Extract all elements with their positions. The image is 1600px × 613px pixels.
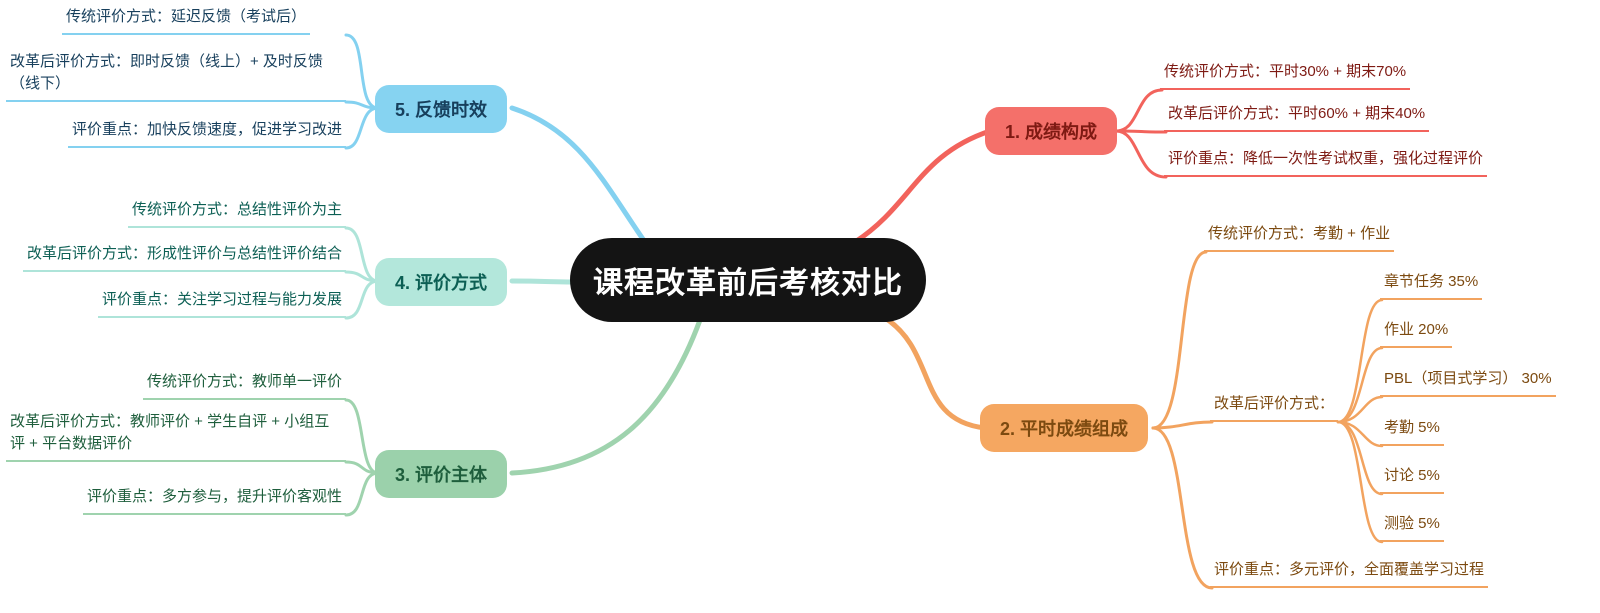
leaf-item[interactable]: 传统评价方式：总结性评价为主 <box>127 199 346 228</box>
leaf-subitem[interactable]: 测验 5% <box>1380 513 1444 542</box>
edge-branch2-leaf3 <box>1151 426 1214 590</box>
leaf-item[interactable]: 传统评价方式：教师单一评价 <box>142 371 346 400</box>
leaf-item[interactable]: 评价重点：关注学习过程与能力发展 <box>97 289 346 318</box>
leaf-item[interactable]: 传统评价方式：延迟反馈（考试后） <box>61 6 310 35</box>
leaf-item[interactable]: 评价重点：多方参与，提升评价客观性 <box>82 486 346 515</box>
edge-subleaf-quiz <box>1336 420 1384 544</box>
edge-central-branch2 <box>882 315 988 431</box>
edge-branch2-leaf1 <box>1151 250 1208 430</box>
branch-node-score-composition[interactable]: 1. 成绩构成 <box>985 107 1118 155</box>
leaf-item[interactable]: 评价重点：降低一次性考试权重，强化过程评价 <box>1164 148 1488 177</box>
edge-subleaf-chapter-tasks <box>1336 298 1384 424</box>
edge-branch2-leaf2 <box>1151 420 1214 430</box>
leaf-item[interactable]: 传统评价方式：考勤 + 作业 <box>1204 223 1395 252</box>
leaf-item[interactable]: 改革后评价方式：形成性评价与总结性评价结合 <box>22 243 346 272</box>
leaf-subitem[interactable]: PBL（项目式学习） 30% <box>1380 368 1556 397</box>
edge-central-branch3 <box>509 317 703 476</box>
edge-subleaf-pbl <box>1336 395 1384 424</box>
leaf-item[interactable]: 评价重点：多元评价，全面覆盖学习过程 <box>1210 559 1489 588</box>
leaf-item[interactable]: 评价重点：加快反馈速度，促进学习改进 <box>67 119 346 148</box>
leaf-subitem[interactable]: 考勤 5% <box>1380 417 1444 446</box>
leaf-subitem[interactable]: 章节任务 35% <box>1380 271 1483 300</box>
edge-central-branch4 <box>509 278 575 285</box>
branch-node-evaluation-method[interactable]: 4. 评价方式 <box>375 258 508 306</box>
edge-branch3-leaf3 <box>344 471 380 517</box>
edge-central-branch1 <box>852 128 993 245</box>
leaf-subitem[interactable]: 讨论 5% <box>1380 465 1444 494</box>
central-topic[interactable]: 课程改革前后考核对比 <box>570 238 926 322</box>
leaf-item[interactable]: 传统评价方式：平时30% + 期末70% <box>1160 61 1411 90</box>
branch-node-feedback-timeliness[interactable]: 5. 反馈时效 <box>375 85 508 133</box>
edge-branch5-leaf3 <box>344 106 380 150</box>
edge-branch4-leaf3 <box>344 279 380 320</box>
leaf-item[interactable]: 改革后评价方式：教师评价 + 学生自评 + 小组互评 + 平台数据评价 <box>6 411 346 462</box>
branch-node-regular-grade[interactable]: 2. 平时成绩组成 <box>980 404 1149 452</box>
edge-branch1-leaf1 <box>1114 88 1164 133</box>
edge-branch3-leaf2 <box>344 460 380 475</box>
edge-branch5-leaf1 <box>344 33 380 110</box>
branch-node-evaluation-subject[interactable]: 3. 评价主体 <box>375 450 508 498</box>
leaf-item[interactable]: 改革后评价方式：平时60% + 期末40% <box>1164 103 1430 132</box>
leaf-item[interactable]: 改革后评价方式： <box>1210 393 1339 422</box>
edge-branch3-leaf1 <box>344 398 380 475</box>
leaf-subitem[interactable]: 作业 20% <box>1380 319 1453 348</box>
edge-subleaf-homework <box>1336 346 1384 424</box>
edge-branch4-leaf2 <box>344 270 380 283</box>
leaf-item[interactable]: 改革后评价方式：即时反馈（线上）+ 及时反馈（线下） <box>6 51 346 102</box>
edge-branch1-leaf3 <box>1114 129 1168 179</box>
edge-central-branch5 <box>509 105 648 245</box>
